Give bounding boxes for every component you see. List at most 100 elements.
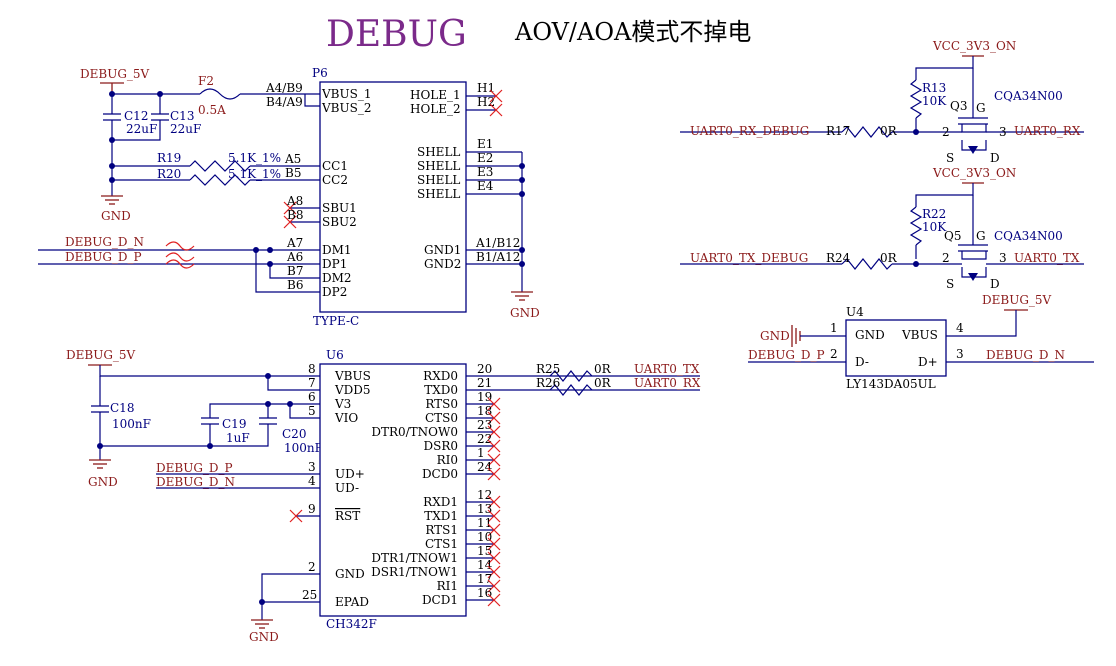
dm2-wire (255, 250, 320, 293)
pin-number: 12 (477, 488, 492, 502)
c12-ref: C12 (124, 109, 148, 123)
ch342-section: DEBUG_5V C18 100nF GND C19 1uF C20 100nF (66, 348, 701, 644)
pin-name: GND (855, 328, 885, 342)
pin-number: 3 (956, 347, 964, 361)
ic-u6-body (319, 363, 467, 617)
pin-number: B1/A12 (476, 250, 520, 264)
net-label-uart0-rx-u6: UART0_RX (634, 376, 701, 390)
r22-value: 10K (922, 220, 947, 234)
pin-number: 22 (477, 432, 492, 446)
pin-number: 18 (477, 404, 492, 418)
diff-pair-icon (165, 241, 195, 269)
pin-name: RTS0 (425, 397, 458, 411)
pin-name: DP2 (322, 285, 347, 299)
pin-name: RXD0 (423, 369, 458, 383)
pin-number: 2 (942, 125, 950, 139)
pin-number: 19 (477, 390, 492, 404)
q3-drain-label: D (990, 151, 1000, 165)
no-connect-mark (487, 593, 501, 607)
pin-number: 21 (477, 376, 492, 390)
pin-number: E1 (477, 137, 493, 151)
pin-number: A1/B12 (475, 236, 520, 250)
r24-resistor (841, 258, 893, 270)
c19-value: 1uF (226, 431, 250, 445)
pin-name: EPAD (335, 595, 369, 609)
junction (109, 177, 115, 183)
r20-value: 5.1K_1% (228, 167, 281, 181)
pin-name: SBU2 (322, 215, 357, 229)
pin-name: SHELL (417, 159, 460, 173)
c18-ref: C18 (110, 401, 134, 415)
pin-number: 3 (308, 460, 316, 474)
r13-ref: R13 (922, 81, 946, 95)
pin-number: 2 (308, 560, 316, 574)
pin-number: E4 (477, 179, 494, 193)
no-connect-mark (487, 495, 501, 509)
pin-name: D- (855, 355, 869, 369)
pin-number: A7 (286, 236, 303, 250)
u6-value: CH342F (326, 617, 377, 631)
pin-number: 5 (308, 404, 316, 418)
q5-source-label: S (946, 277, 954, 291)
pin-number: 20 (477, 362, 492, 376)
net-label-debug-dn-u4: DEBUG_D_N (986, 348, 1065, 362)
pin-number: 23 (477, 418, 492, 432)
pin-name: VBUS (901, 328, 938, 342)
net-label-debug-dp-top: DEBUG_D_P (65, 250, 142, 264)
c13-gnd-wire (112, 120, 161, 141)
pin-number: 3 (999, 251, 1007, 265)
usb-c-section: DEBUG_5V F2 0.5A C12 22uF C13 22uF R19 5… (38, 66, 540, 328)
pin-number: 17 (477, 572, 492, 586)
u6-ref: U6 (326, 348, 344, 362)
net-label-vcc3v3-q5: VCC_3V3_ON (932, 166, 1016, 180)
f2-value: 0.5A (198, 103, 226, 117)
pin-name: CTS1 (425, 537, 458, 551)
vbus2-wire (304, 94, 320, 107)
no-connect-mark (487, 439, 501, 453)
esd-section: DEBUG_5V GND U4 LY143DA05UL GND VBUS D- … (748, 293, 1094, 391)
no-connect-h1 (489, 89, 503, 103)
r25-ref: R25 (536, 362, 560, 376)
r25-value: 0R (594, 362, 612, 376)
ic-p6-body (319, 81, 467, 313)
pin-number: 4 (308, 474, 316, 488)
net-label-debug-5v-u4: DEBUG_5V (982, 293, 1052, 307)
pin-name: DM2 (322, 271, 352, 285)
r19-value: 5.1K_1% (228, 151, 281, 165)
fuse-f2 (199, 88, 241, 100)
r19-ref: R19 (157, 151, 181, 165)
pin-number: A8 (286, 194, 303, 208)
pin-name: TXD1 (424, 509, 458, 523)
q3-ref: Q3 (950, 99, 967, 113)
c13-value: 22uF (170, 122, 201, 136)
junction (157, 91, 163, 97)
sheet-subtitle: AOV/AOA模式不掉电 (514, 18, 751, 46)
gnd-label-u6-left: GND (88, 475, 118, 489)
junction (109, 137, 115, 143)
pin-number: 24 (477, 460, 493, 474)
pin-number: A6 (286, 250, 303, 264)
pin-name: RI1 (437, 579, 458, 593)
r13-resistor (909, 79, 923, 119)
pin-name: DSR0 (423, 439, 458, 453)
net-label-uart0-tx-u6: UART0_TX (634, 362, 700, 376)
pin-name: GND (335, 567, 365, 581)
pin-name: GND1 (424, 243, 461, 257)
junction (109, 163, 115, 169)
no-connect-h2 (489, 103, 503, 117)
dp2-wire (269, 264, 320, 279)
pin-name: UD+ (335, 467, 365, 481)
pin-number: 11 (477, 516, 492, 530)
net-label-uart0-tx-right: UART0_TX (1014, 251, 1080, 265)
p6-value: TYPE-C (313, 314, 359, 328)
pin-number: A4/B9 (265, 81, 303, 95)
no-connect-mark (487, 509, 501, 523)
net-label-debug-dp-u4: DEBUG_D_P (748, 348, 825, 362)
pin-number: 14 (477, 558, 493, 572)
pin-number: A5 (284, 152, 301, 166)
pin-name: VBUS_1 (321, 87, 371, 101)
u4-value: LY143DA05UL (846, 377, 936, 391)
pin-number: B7 (287, 264, 303, 278)
pin-name: SHELL (417, 145, 460, 159)
net-label-uart0-rx-right: UART0_RX (1014, 124, 1081, 138)
